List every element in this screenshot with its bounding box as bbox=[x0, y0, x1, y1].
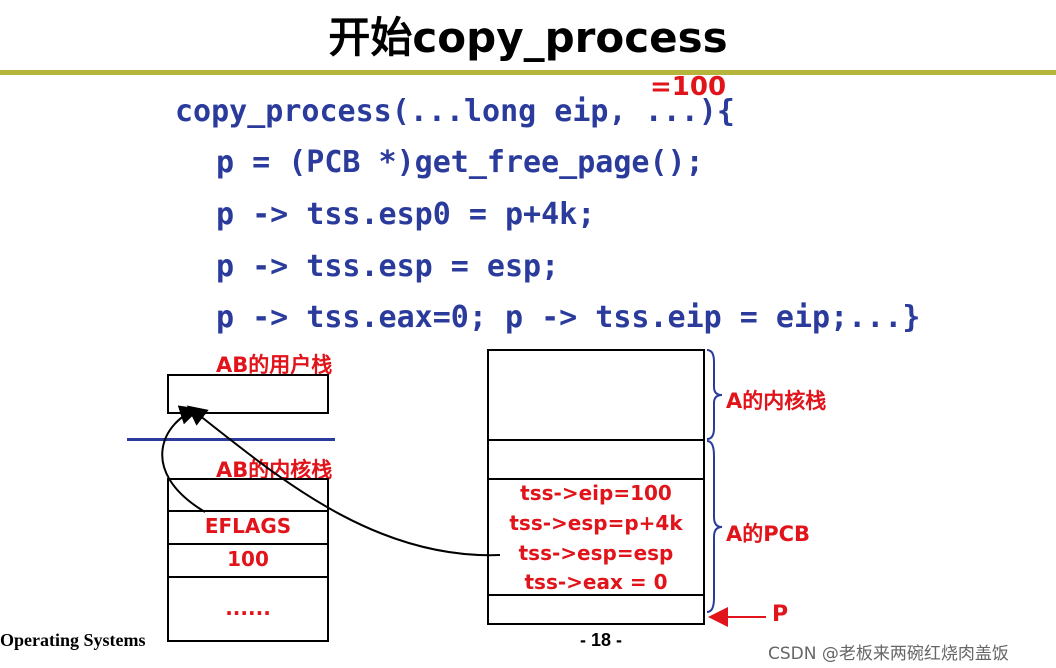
ab-kernel-divider-1 bbox=[167, 510, 329, 512]
eflags-to-user-stack-arrow bbox=[161, 405, 206, 513]
code-line-2: p = (PCB *)get_free_page(); bbox=[216, 145, 704, 180]
ab-user-stack-box bbox=[167, 374, 329, 414]
code-line-1: copy_process(...long eip, ...){ bbox=[175, 94, 735, 129]
a-divider-2 bbox=[487, 478, 705, 480]
ab-kernel-stack-box bbox=[167, 478, 329, 642]
footer-page-number: - 18 - bbox=[580, 630, 623, 650]
ab-kernel-cell-ellipsis: ...... bbox=[225, 596, 271, 620]
a-divider-1 bbox=[487, 439, 705, 441]
code-line-4: p -> tss.esp = esp; bbox=[216, 249, 560, 284]
a-kernel-stack-brace bbox=[706, 349, 723, 440]
a-pcb-label: A的PCB bbox=[726, 522, 811, 546]
ab-kernel-divider-2 bbox=[167, 543, 329, 545]
pcb-cell-eip: tss->eip=100 bbox=[520, 481, 672, 505]
pcb-cell-eax: tss->eax = 0 bbox=[524, 570, 668, 594]
code-line-5: p -> tss.eax=0; p -> tss.eip = eip;...} bbox=[216, 300, 921, 335]
a-divider-3 bbox=[487, 594, 705, 596]
pcb-cell-esp: tss->esp=esp bbox=[518, 541, 674, 565]
a-memory-box bbox=[487, 349, 705, 625]
ab-user-stack-label: AB的用户栈 bbox=[216, 353, 333, 377]
code-line-3: p -> tss.esp0 = p+4k; bbox=[216, 197, 596, 232]
ab-kernel-divider-3 bbox=[167, 576, 329, 578]
ab-kernel-cell-eflags: EFLAGS bbox=[204, 514, 292, 538]
eip-annotation: =100 bbox=[650, 72, 727, 102]
watermark: CSDN @老板来两碗红烧肉盖饭 bbox=[768, 644, 1009, 664]
p-pointer-label: P bbox=[772, 602, 789, 627]
slide-title: 开始copy_process bbox=[328, 13, 728, 62]
pcb-cell-esp0: tss->esp=p+4k bbox=[509, 511, 683, 535]
footer-left: Operating Systems bbox=[0, 630, 146, 650]
title-rule bbox=[0, 70, 1056, 75]
a-pcb-brace bbox=[706, 440, 723, 613]
esp-to-user-stack-arrow bbox=[186, 405, 501, 557]
ab-kernel-cell-100: 100 bbox=[227, 547, 269, 571]
a-kernel-stack-label: A的内核栈 bbox=[726, 389, 827, 413]
